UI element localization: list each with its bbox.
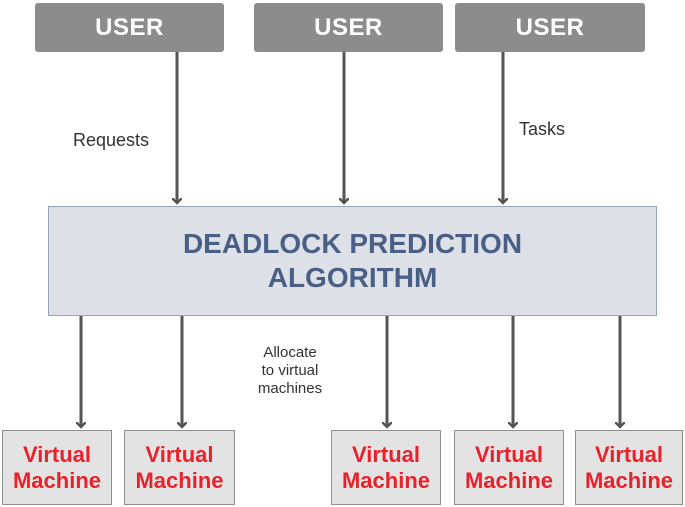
virtual-machine-4: Virtual Machine (454, 430, 564, 505)
vm4-line2: Machine (464, 467, 554, 493)
virtual-machine-2: Virtual Machine (124, 430, 235, 505)
vm4-line1: Virtual (474, 441, 544, 467)
user-box-2: USER (254, 3, 443, 52)
vm1-line1: Virtual (22, 441, 92, 467)
vm3-line1: Virtual (351, 441, 421, 467)
requests-label: Requests (73, 130, 150, 150)
vm2-line2: Machine (135, 467, 224, 493)
allocate-label: Allocate to virtual machines (238, 344, 342, 398)
virtual-machine-5: Virtual Machine (575, 430, 683, 505)
allocate-label-line2: to virtual (261, 362, 319, 379)
vm2-line1: Virtual (145, 441, 214, 467)
user-box-1: USER (35, 3, 224, 52)
vm5-line2: Machine (584, 467, 674, 493)
virtual-machine-3: Virtual Machine (331, 430, 441, 505)
allocate-label-line3: machines (257, 380, 323, 397)
user-box-3: USER (455, 3, 645, 52)
algorithm-title-line1: DEADLOCK PREDICTION (182, 228, 523, 259)
algorithm-title-line2: ALGORITHM (267, 262, 438, 293)
vm5-line1: Virtual (594, 441, 664, 467)
vm1-line2: Machine (12, 467, 102, 493)
vm3-line2: Machine (341, 467, 431, 493)
tasks-label: Tasks (519, 119, 566, 139)
deadlock-prediction-algorithm-box: DEADLOCK PREDICTION ALGORITHM (48, 206, 657, 316)
virtual-machine-1: Virtual Machine (2, 430, 112, 505)
allocate-label-line1: Allocate (263, 344, 317, 361)
